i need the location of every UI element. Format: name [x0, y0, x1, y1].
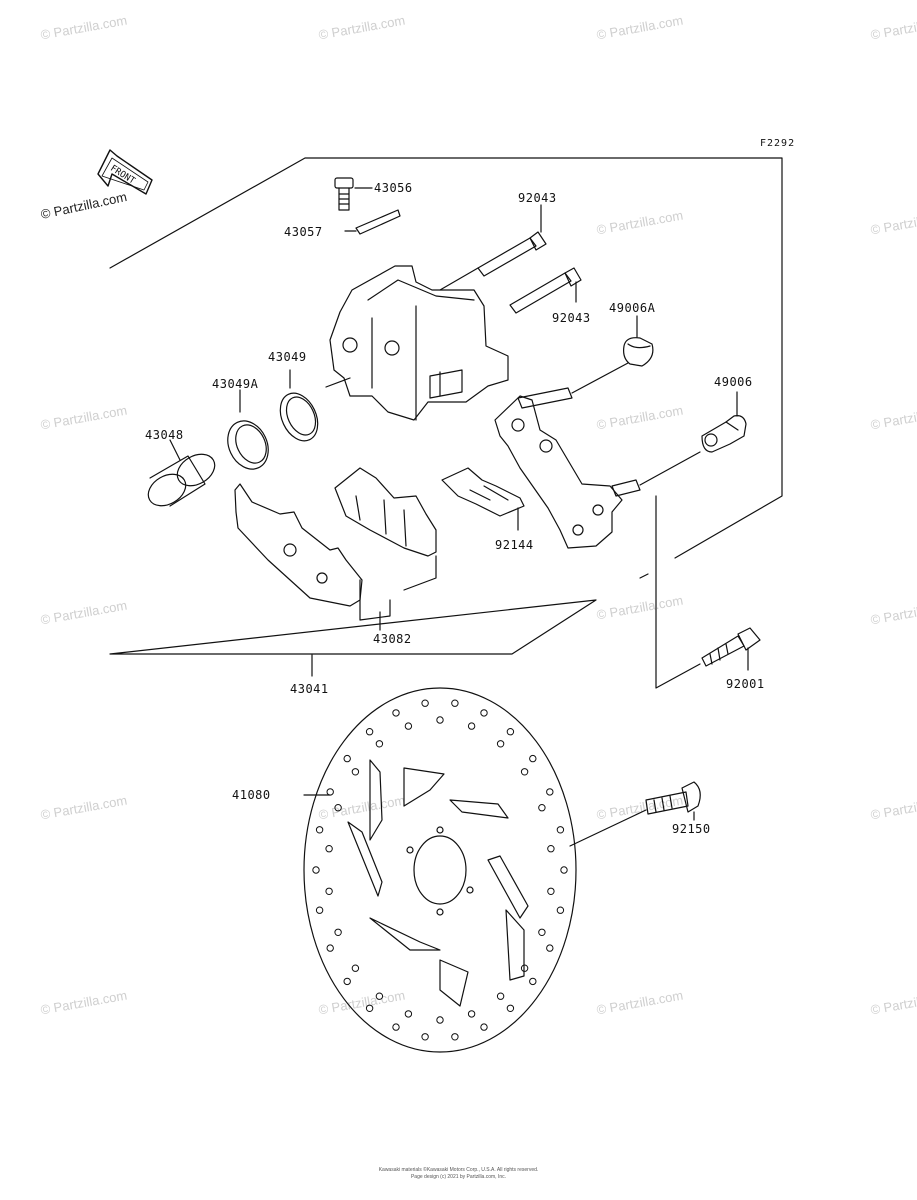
disc-bolt	[645, 781, 701, 815]
disc-hole	[506, 1004, 515, 1012]
part-label-49006A[interactable]: 49006A	[609, 301, 656, 315]
mounting-bolt	[701, 627, 761, 667]
brake-pad-left	[234, 483, 363, 607]
pad-spring	[441, 467, 525, 517]
disc-hole	[315, 906, 324, 914]
part-label-43082[interactable]: 43082	[373, 632, 412, 646]
disc-hole	[436, 1016, 444, 1024]
piston-seal-outer	[279, 392, 319, 442]
part-label-43041[interactable]: 43041	[290, 682, 329, 696]
disc-hole	[326, 944, 334, 952]
part-label-92001[interactable]: 92001	[726, 677, 765, 691]
disc-hole	[343, 977, 351, 986]
part-label-43049A[interactable]: 43049A	[212, 377, 259, 391]
disc-hole	[421, 1033, 429, 1041]
disc-hole	[480, 1023, 488, 1031]
disc-hole	[326, 788, 334, 796]
brake-disc	[303, 687, 577, 1053]
disc-hole	[547, 887, 555, 895]
disc-hole	[312, 866, 320, 874]
disc-hole	[436, 716, 444, 724]
disc-hole	[451, 699, 459, 707]
disc-hole	[325, 887, 333, 895]
pin-boot	[623, 337, 654, 367]
disc-hole	[520, 964, 529, 972]
caliper-body	[329, 265, 509, 421]
bleeder-cap	[355, 209, 401, 235]
disc-hole	[496, 992, 505, 1000]
disc-hole	[315, 826, 324, 834]
disc-hole	[556, 906, 565, 914]
diagram-code: F2292	[760, 138, 796, 149]
part-label-43048[interactable]: 43048	[145, 428, 184, 442]
part-label-92150[interactable]: 92150	[672, 822, 711, 836]
disc-hole	[506, 728, 515, 736]
disc-hole	[538, 804, 546, 812]
copyright-line-1: Kawasaki materials ©Kawasaki Motors Corp…	[378, 1167, 539, 1173]
disc-hole	[334, 804, 342, 812]
caliper-assembly-box	[109, 157, 783, 655]
piston-seal-inner	[227, 420, 269, 470]
part-label-92043-lower[interactable]: 92043	[552, 311, 591, 325]
part-label-49006[interactable]: 49006	[714, 375, 753, 389]
disc-hole	[538, 928, 546, 936]
bleeder-valve	[334, 177, 354, 211]
disc-hole	[343, 754, 351, 763]
part-label-43049[interactable]: 43049	[268, 350, 307, 364]
disc-hole	[421, 699, 429, 707]
slide-pin-upper	[477, 231, 547, 277]
disc-hole	[547, 845, 555, 853]
disc-hole	[556, 826, 565, 834]
disc-hole	[351, 768, 360, 776]
brake-pad-right	[334, 467, 437, 557]
disc-hole	[392, 1023, 400, 1031]
disc-hole	[365, 728, 374, 736]
disc-hole	[375, 992, 384, 1000]
disc-hole	[451, 1033, 459, 1041]
part-label-43056[interactable]: 43056	[374, 181, 413, 195]
disc-hole	[496, 740, 505, 748]
disc-hole	[546, 788, 554, 796]
disc-hole	[546, 944, 554, 952]
disc-hole	[404, 722, 413, 730]
disc-hole	[529, 754, 537, 763]
part-label-41080[interactable]: 41080	[232, 788, 271, 802]
disc-hole	[529, 977, 537, 986]
disc-hole	[520, 768, 529, 776]
part-label-43057[interactable]: 43057	[284, 225, 323, 239]
part-label-92144[interactable]: 92144	[495, 538, 534, 552]
piston	[147, 453, 216, 507]
disc-hole	[334, 928, 342, 936]
slide-pin-lower	[509, 267, 582, 314]
disc-hole	[325, 845, 333, 853]
disc-hole	[351, 964, 360, 972]
copyright-line-2: Page design (c) 2021 by Partzilla.com, I…	[410, 1174, 507, 1180]
disc-hole	[467, 1010, 476, 1018]
disc-hole	[392, 709, 400, 717]
disc-hole	[375, 740, 384, 748]
part-label-92043-upper[interactable]: 92043	[518, 191, 557, 205]
caliper-bracket	[494, 387, 641, 549]
disc-hole	[480, 709, 488, 717]
disc-hole	[560, 866, 568, 874]
disc-hole	[365, 1004, 374, 1012]
disc-hole	[404, 1010, 413, 1018]
disc-hole	[467, 722, 476, 730]
